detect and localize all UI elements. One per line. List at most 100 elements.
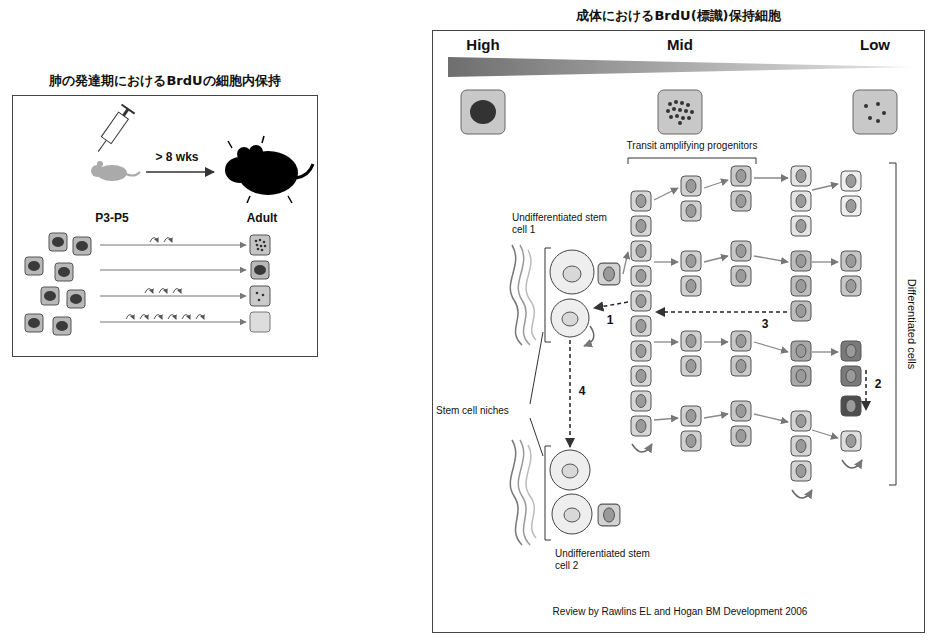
progenitor-cell — [731, 191, 751, 211]
division-loop — [164, 238, 172, 243]
niche-bracket — [545, 446, 551, 540]
differentiated-cell — [841, 366, 861, 386]
labelled-cell — [53, 317, 71, 335]
brdu-dot — [680, 101, 684, 105]
panel-title: 成体におけるBrdU(標識)保持細胞 — [576, 7, 780, 25]
brdu-dot — [262, 294, 265, 297]
brdu-dot — [876, 102, 880, 106]
time-label: > 8 wks — [155, 151, 198, 165]
stem-cell — [550, 250, 594, 294]
low-cell — [853, 90, 897, 134]
lineage-arrow — [704, 256, 728, 262]
division-loop — [159, 289, 167, 294]
brdu-dot — [259, 239, 262, 242]
brdu-dot — [686, 103, 690, 107]
differentiated-cell — [841, 196, 861, 216]
leader-line — [530, 418, 543, 456]
brdu-dot — [257, 248, 260, 251]
callout-number: 1 — [607, 314, 614, 328]
labelled-cell — [49, 233, 67, 251]
progenitor-cell — [681, 406, 701, 426]
niche-bracket — [545, 248, 551, 342]
brdu-dot — [668, 102, 672, 106]
callout-number: 4 — [579, 385, 586, 399]
brdu-dot — [255, 240, 258, 243]
level-label: Low — [860, 36, 890, 53]
brdu-dot — [263, 241, 266, 244]
division-loop — [150, 238, 158, 243]
brdu-dot — [687, 116, 691, 120]
gradient-wedge — [448, 57, 912, 77]
differentiated-cell — [841, 431, 861, 451]
callout-number: 2 — [875, 378, 882, 392]
progenitor-cell — [731, 166, 751, 186]
stem-nucleus — [562, 312, 578, 326]
stem-cell — [551, 299, 589, 337]
adult-mouse — [249, 145, 263, 159]
niche-line — [526, 250, 536, 340]
pup-mouse — [91, 165, 103, 177]
brdu-dot — [675, 114, 679, 118]
stem-cell — [552, 494, 592, 534]
syringe — [92, 104, 135, 156]
group-bracket — [889, 163, 896, 485]
brdu-dot — [864, 104, 868, 108]
callout-number: 3 — [762, 318, 769, 332]
division-loop — [140, 315, 148, 320]
brdu-dot — [868, 116, 872, 120]
brdu-dot — [684, 109, 688, 113]
brdu-dot — [672, 107, 676, 111]
syringe-barrel — [101, 112, 128, 143]
leader-line — [530, 332, 543, 404]
renewal-arrow — [792, 490, 812, 498]
progenitor-cell — [681, 331, 701, 351]
brdu-dot — [669, 115, 673, 119]
lineage-arrow — [704, 341, 728, 342]
lineage-arrow — [654, 261, 678, 262]
lineage-arrow — [754, 177, 788, 178]
progenitor-cell — [731, 331, 751, 351]
differentiated-cell — [791, 276, 811, 296]
mid-cell — [658, 90, 702, 134]
labelled-cell — [25, 257, 43, 275]
high-cell — [461, 90, 505, 134]
stem-nucleus — [564, 508, 580, 522]
division-loop — [173, 289, 181, 294]
labelled-cell — [55, 263, 73, 281]
lineage-arrow — [812, 184, 838, 190]
lineage-arrow — [812, 261, 838, 262]
progenitor-cell — [681, 251, 701, 271]
result-cell — [251, 261, 269, 279]
differentiated-cell — [791, 251, 811, 271]
panel-box: 肺の発達期におけるBrdUの細胞内保持 — [12, 95, 318, 357]
progenitor-cell — [731, 266, 751, 286]
adult-mouse — [247, 196, 250, 203]
syringe-plunger — [123, 109, 128, 116]
syringe-plunger — [122, 104, 135, 113]
progenitor-cell — [681, 276, 701, 296]
brdu-dot — [264, 245, 267, 248]
daughter-cell — [598, 504, 620, 526]
result-cell — [250, 235, 270, 255]
lineage-arrow — [812, 430, 838, 438]
adult-mouse — [296, 164, 313, 178]
stem-cell — [550, 450, 590, 490]
differentiated-cell — [841, 396, 861, 416]
progenitor-cell — [631, 216, 651, 236]
labelled-cell — [67, 290, 85, 308]
daughter-cell — [598, 263, 620, 285]
brdu-dot — [681, 116, 685, 120]
brdu-dot — [261, 249, 264, 252]
plasticity-arrow — [865, 370, 867, 410]
progenitor-cell — [631, 391, 651, 411]
time-arrow — [146, 171, 214, 173]
pup-mouse — [97, 161, 103, 167]
cell-label: Undifferentiated stem cell 1 — [512, 212, 617, 235]
progenitor-cell — [731, 356, 751, 376]
brdu-dot — [674, 100, 678, 104]
differentiated-cell — [841, 171, 861, 191]
progenitor-cell — [631, 366, 651, 386]
brdu-dot — [260, 245, 263, 248]
